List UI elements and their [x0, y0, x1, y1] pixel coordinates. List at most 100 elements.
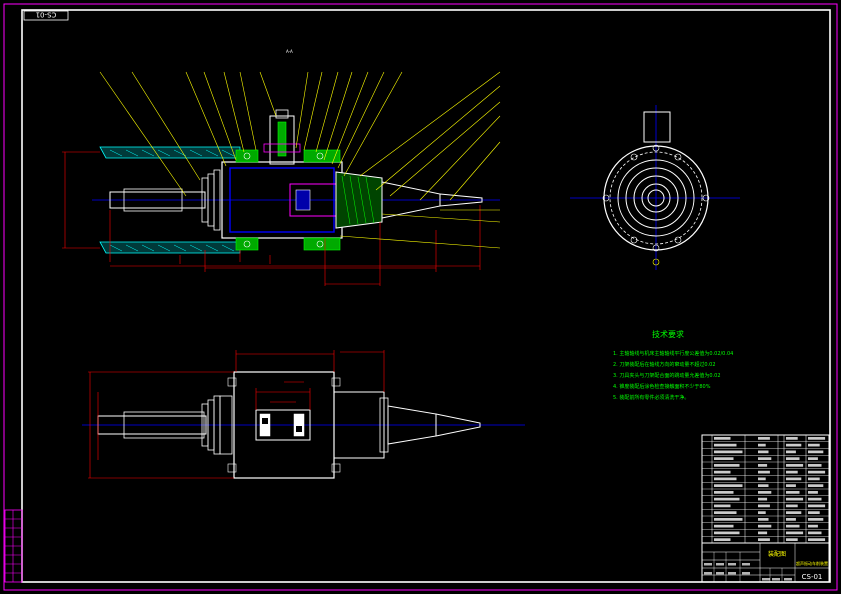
parts-list-text-mark [758, 450, 769, 454]
plan-view [82, 350, 525, 479]
parts-list-text-mark [786, 491, 800, 494]
parts-list-text-mark [786, 484, 796, 487]
piezo-element [295, 189, 311, 211]
parts-list-text-mark [786, 443, 802, 447]
parts-list-text-mark [714, 464, 740, 467]
parts-list-text-mark [808, 531, 822, 535]
parts-list-text-mark [758, 470, 770, 474]
tech-req-item-5: 5. 装配前所有零件必须清洗干净。 [613, 394, 689, 401]
shank-collar [123, 188, 183, 212]
part-leader-lines [99, 71, 501, 249]
parts-list [701, 434, 830, 544]
title-block-text-mark [728, 563, 736, 566]
lower-bearing-blocks [235, 237, 341, 251]
end-view [570, 105, 740, 270]
parts-list-text-mark [758, 538, 770, 541]
parts-list-text-mark [758, 524, 772, 528]
parts-list-text-mark [786, 504, 798, 508]
top-drawing-number: CS-01 [36, 11, 57, 19]
parts-list-text-mark [758, 497, 768, 501]
parts-list-text-mark [808, 518, 824, 521]
title-block-text-mark [742, 572, 750, 575]
parts-list-text-mark [714, 457, 734, 460]
parts-list-text-mark [758, 464, 768, 467]
title-block-text-mark [728, 572, 736, 575]
flange-rings [201, 169, 221, 231]
parts-list-text-mark [808, 484, 824, 487]
parts-list-text-mark [808, 457, 818, 460]
parts-list-text-mark [758, 491, 772, 494]
parts-list-text-mark [808, 470, 826, 474]
view-label: A-A [286, 49, 293, 54]
inner-border [21, 9, 831, 583]
parts-list-text-mark [714, 491, 734, 494]
title-block-text-mark [704, 563, 712, 566]
parts-list-text-mark [786, 477, 802, 481]
outer-border [3, 3, 838, 591]
title-block-text-mark [704, 572, 712, 575]
parts-list-text-mark [808, 538, 826, 541]
parts-list-text-mark [714, 538, 731, 541]
title-block-text-mark [762, 578, 770, 581]
parts-list-text-mark [786, 450, 796, 454]
parts-list-text-mark [714, 518, 743, 521]
section-view-a-a: A-A [62, 49, 501, 286]
upper-bearing-blocks [235, 149, 341, 163]
parts-list-text-mark [714, 531, 740, 535]
tech-req-item-4: 4. 锥度装配后涂色检查接触面积不少于80% [613, 383, 711, 390]
parts-list-text-mark [808, 524, 818, 528]
parts-list-text-mark [714, 477, 737, 481]
tech-req-item-2: 2. 刀架装配后在轴线方向的窜动量不超过0.02 [613, 361, 716, 368]
top-connector [263, 109, 301, 165]
part-name: 超声振动车削装置 [796, 560, 828, 566]
parts-list-text-mark [786, 511, 802, 514]
parts-list-text-mark [714, 450, 743, 454]
title-block-text-mark [784, 578, 792, 581]
upper-tool-holder [99, 146, 241, 159]
parts-list-text-mark [808, 477, 820, 481]
parts-list-text-mark [714, 524, 734, 528]
parts-list-text-mark [808, 464, 822, 467]
parts-list-text-mark [758, 457, 772, 460]
drawing-number: CS-01 [802, 573, 823, 581]
parts-list-text-mark [714, 511, 737, 514]
parts-list-text-mark [786, 437, 798, 440]
title-block-text-mark [716, 563, 724, 566]
inner-sleeve [229, 167, 335, 233]
parts-list-text-mark [808, 450, 824, 454]
title-block-text-mark [716, 572, 724, 575]
parts-list-text-mark [714, 437, 731, 440]
parts-list-text-mark [714, 470, 731, 474]
parts-list-text-mark [808, 497, 822, 501]
parts-list-text-mark [786, 470, 798, 474]
parts-list-text-mark [786, 497, 804, 501]
title-block-text-mark [772, 578, 780, 581]
parts-list-text-mark [714, 504, 731, 508]
parts-list-text-mark [758, 531, 768, 535]
parts-list-text-mark [758, 477, 766, 481]
parts-list-text-mark [808, 491, 818, 494]
parts-list-text-mark [786, 531, 804, 535]
tech-req-item-3: 3. 刀具夹头与刀架配合面的跳动量允差值为0.02 [613, 372, 721, 379]
parts-list-text-mark [758, 484, 769, 487]
parts-list-text-mark [758, 437, 770, 440]
parts-list-text-mark [714, 497, 740, 501]
parts-list-text-mark [808, 511, 820, 514]
parts-list-text-mark [786, 457, 800, 460]
drawing-title: 装配图 [768, 550, 786, 558]
title-block: 装配图 超声振动车削装置 CS-01 [701, 542, 830, 583]
technical-requirements: 技术要求 1. 主轴轴线与机床主轴轴线平行度公差值为0.02/0.04 2. 刀… [613, 329, 733, 401]
parts-list-text-mark [786, 518, 796, 521]
parts-list-text-mark [758, 511, 766, 514]
transducer-shank [109, 191, 206, 209]
amplitude-horn [335, 171, 483, 229]
parts-list-text-mark [808, 504, 826, 508]
tech-req-title: 技术要求 [652, 329, 684, 339]
left-binding-strip [4, 509, 23, 583]
parts-list-text-mark [758, 518, 769, 521]
parts-list-text-mark [808, 437, 826, 440]
parts-list-text-mark [786, 464, 804, 467]
title-block-text-mark [742, 563, 750, 566]
